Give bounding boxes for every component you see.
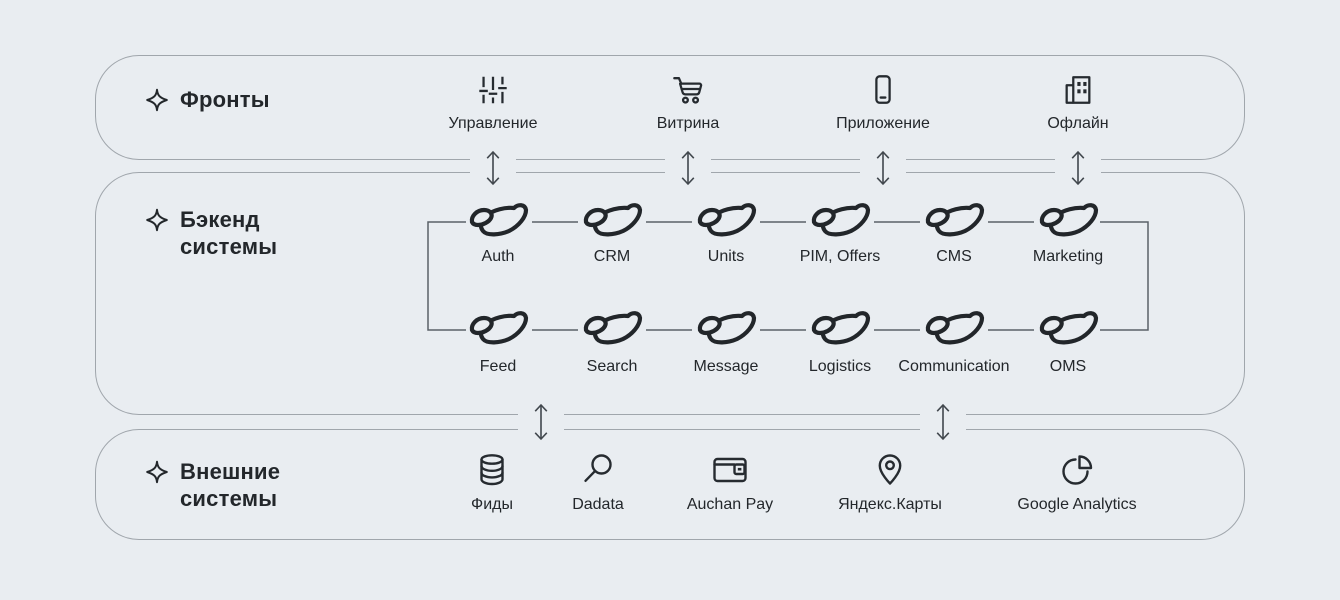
section-title-text: Бэкенд системы [180, 207, 278, 259]
sliders-icon [479, 76, 507, 104]
sparkle-icon [146, 460, 168, 484]
double-arrow-icon [1069, 149, 1087, 187]
backend-item-label: Logistics [808, 358, 872, 375]
backend-item-label: Communication [898, 358, 1010, 375]
double-arrow-icon [679, 149, 697, 187]
double-arrow-icon [484, 149, 502, 187]
pie-chart-icon [1062, 455, 1093, 485]
leaf-icon [922, 308, 986, 352]
building-icon [1065, 76, 1091, 104]
sparkle-icon [146, 208, 168, 232]
section-title-text: Внешние системы [180, 459, 281, 511]
backend-item-label: Message [693, 358, 759, 375]
front-item-app: Приложение [793, 73, 973, 133]
leaf-icon [808, 200, 872, 244]
backend-item-label: Units [707, 248, 745, 265]
backend-item-label: Marketing [1032, 248, 1104, 265]
backend-item-label: CMS [936, 248, 972, 265]
leaf-icon [1036, 308, 1100, 352]
backend-item-label: Search [586, 358, 638, 375]
leaf-icon [1036, 200, 1100, 244]
backend-item-label: Feed [479, 358, 517, 375]
double-arrow-icon [532, 402, 550, 441]
cart-icon [673, 77, 703, 104]
leaf-icon [580, 308, 644, 352]
front-item-offline: Офлайн [988, 73, 1168, 133]
leaf-icon [922, 200, 986, 244]
section-title-external: Внешние системы [145, 458, 280, 512]
backend-item-label: OMS [1049, 358, 1087, 375]
leaf-icon [694, 200, 758, 244]
section-title-backend: Бэкенд системы [145, 206, 277, 260]
section-title-fronts: Фронты [145, 86, 270, 113]
backend-item-label: PIM, Offers [799, 248, 881, 265]
leaf-icon [466, 308, 530, 352]
external-item-google-analytics: Google Analytics [987, 452, 1167, 514]
external-section-box [95, 429, 1245, 540]
double-arrow-icon [874, 149, 892, 187]
smartphone-icon [875, 75, 891, 104]
leaf-icon [694, 308, 758, 352]
external-item-dadata: Dadata [508, 452, 688, 514]
front-item-storefront: Витрина [598, 73, 778, 133]
double-arrow-icon [934, 402, 952, 441]
external-item-feeds: Фиды [402, 452, 582, 514]
map-pin-icon [878, 454, 902, 485]
database-icon [480, 454, 504, 486]
magnifier-icon [584, 454, 612, 482]
section-title-text: Фронты [180, 87, 270, 112]
leaf-icon [580, 200, 644, 244]
sparkle-icon [146, 88, 168, 112]
external-item-auchan-pay: Auchan Pay [640, 452, 820, 514]
external-item-yandex-maps: Яндекс.Карты [800, 452, 980, 514]
backend-item-label: CRM [593, 248, 631, 265]
front-item-management: Управление [403, 73, 583, 133]
backend-item-label: Auth [481, 248, 515, 265]
leaf-icon [466, 200, 530, 244]
wallet-icon [713, 457, 747, 483]
leaf-icon [808, 308, 872, 352]
